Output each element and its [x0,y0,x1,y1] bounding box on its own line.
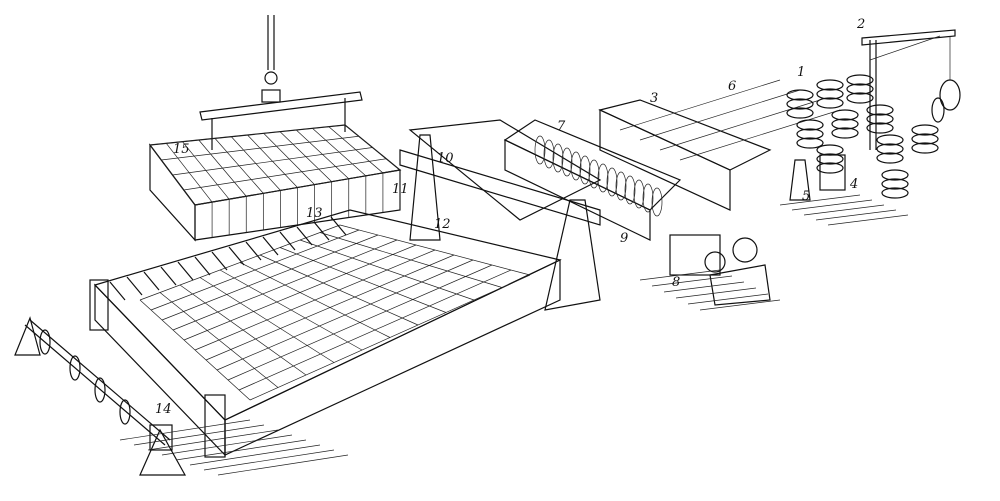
cage-grid [149,124,401,240]
assembly-table [89,209,562,458]
stand [789,159,811,201]
spiral-coil [534,135,663,217]
jib-crane [861,29,961,150]
wire-feed-frame [598,79,841,211]
label-9: 9 [620,231,629,246]
label-4: 4 [850,177,859,192]
wire-coils [786,74,939,199]
label-1: 1 [797,65,806,80]
label-5: 5 [802,189,811,204]
crane-beam-with-cage [148,15,402,242]
shaft-discs [39,329,131,425]
table-grid [109,216,531,401]
label-3: 3 [650,91,659,106]
drive-unit [669,234,771,306]
floor-hatching [119,194,909,476]
label-8: 8 [672,275,681,290]
label-15: 15 [173,142,190,157]
label-6: 6 [728,79,737,94]
label-13: 13 [306,206,323,221]
label-7: 7 [557,119,566,134]
straightening-unit [503,119,682,241]
label-12: 12 [434,217,451,232]
label-10: 10 [437,151,454,166]
welding-machine [399,119,602,311]
label-14: 14 [155,402,172,417]
label-2: 2 [857,17,866,32]
control-box [819,154,846,191]
label-11: 11 [392,182,409,197]
